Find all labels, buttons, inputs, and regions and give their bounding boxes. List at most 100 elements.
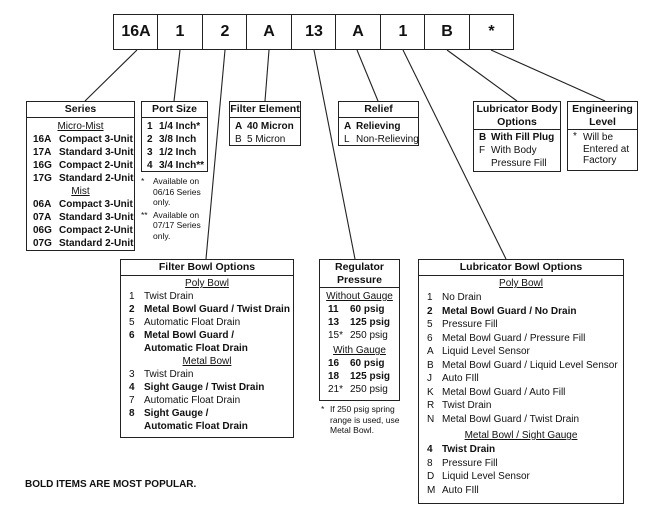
- series-title: Series: [27, 102, 134, 118]
- connector-lubricator-body: [446, 49, 518, 102]
- connector-lubricator-bowl: [402, 49, 507, 260]
- connector-filter-bowl: [205, 49, 226, 260]
- code-cell-filter-element: A: [246, 14, 292, 50]
- lubricator-body-title: Lubricator Body Options: [474, 102, 560, 130]
- engineering-level-note: Will be Entered at Factory: [583, 132, 630, 166]
- code-cell-lubricator-bowl: 1: [380, 14, 426, 50]
- filter-bowl-metal-label: Metal Bowl: [182, 356, 232, 367]
- code-cell-regulator: 13: [291, 14, 337, 50]
- code-cell-series: 16A: [113, 14, 159, 50]
- footnote: BOLD ITEMS ARE MOST POPULAR.: [25, 479, 197, 490]
- code-cell-filter-bowl: 2: [202, 14, 248, 50]
- series-group-label: Mist: [71, 186, 90, 197]
- connector-engineering: [490, 49, 606, 102]
- port-size-title: Port Size: [142, 102, 207, 118]
- port-size-note-1: Available on 06/16 Series only.: [153, 176, 201, 207]
- regulator-item: 15*250 psig: [328, 330, 388, 341]
- connector-relief: [356, 49, 379, 102]
- connector-filter-element: [264, 49, 270, 102]
- filter-bowl-item-cont: Automatic Float Drain: [144, 343, 248, 354]
- lubricator-bowl-metal-label: Metal Bowl / Sight Gauge: [464, 430, 578, 441]
- connector-port: [173, 49, 181, 102]
- relief-title: Relief: [339, 102, 418, 118]
- engineering-level-title: Engineering Level: [568, 102, 637, 130]
- connector-series: [84, 49, 138, 102]
- port-size-note-2: Available on 07/17 Series only.: [153, 209, 201, 241]
- regulator-title: Regulator Pressure: [320, 260, 399, 288]
- lubricator-bowl-title: Lubricator Bowl Options: [419, 260, 623, 276]
- filter-bowl-poly-label: Poly Bowl: [185, 278, 229, 289]
- regulator-with-label: With Gauge: [333, 345, 386, 356]
- regulator-item: 21*250 psig: [328, 384, 388, 395]
- lubricator-body-item: Pressure Fill: [491, 158, 547, 169]
- code-cell-engineering: *: [469, 14, 514, 50]
- regulator-note: * If 250 psig spring range is used, use …: [321, 404, 400, 435]
- filter-bowl-item-cont: Automatic Float Drain: [144, 421, 248, 432]
- port-size-notes: *Available on 06/16 Series only. **Avail…: [141, 176, 211, 241]
- filter-element-title: Filter Element: [230, 102, 300, 118]
- filter-bowl-title: Filter Bowl Options: [121, 260, 293, 276]
- engineering-level-box: Engineering Level * Will be Entered at F…: [567, 101, 638, 171]
- lubricator-bowl-poly-label: Poly Bowl: [499, 278, 543, 289]
- connector-regulator: [313, 49, 356, 260]
- code-cell-lubricator-body: B: [424, 14, 470, 50]
- code-cell-port: 1: [157, 14, 203, 50]
- series-group-label: Micro-Mist: [57, 121, 104, 132]
- code-cell-relief: A: [335, 14, 381, 50]
- regulator-without-label: Without Gauge: [326, 291, 393, 302]
